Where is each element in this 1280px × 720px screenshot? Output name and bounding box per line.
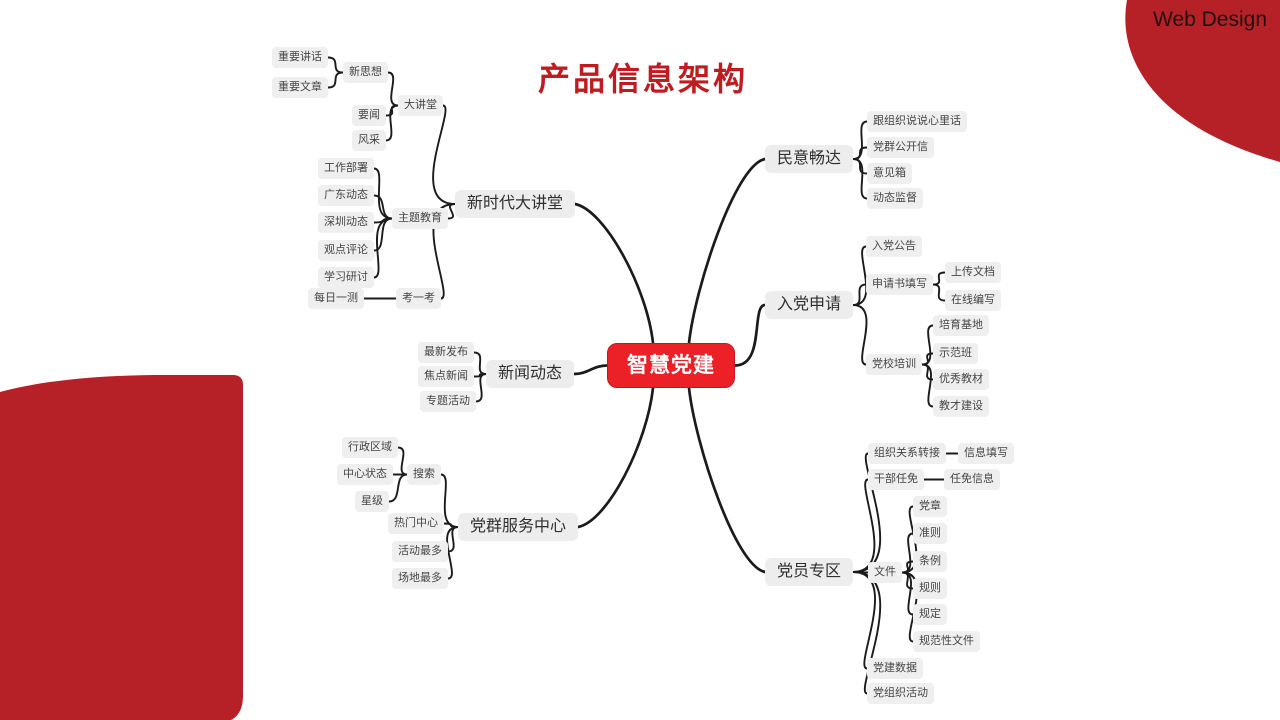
node-renmianxinxi: 任免信息 (944, 469, 1000, 490)
node-guangdongdongtai: 广东动态 (318, 185, 374, 206)
connector-line (475, 373, 487, 403)
node-youxiujiaocai: 优秀教材 (933, 369, 989, 390)
node-dangzhang: 党章 (913, 496, 947, 517)
node-huodongzuiduo: 活动最多 (392, 541, 448, 562)
node-dongtaijiandu: 动态监督 (867, 188, 923, 209)
connector-line (687, 386, 767, 574)
node-zhutijiaoyu: 主题教育 (392, 208, 448, 229)
connector-line (385, 104, 399, 142)
node-rudangshenqing: 入党申请 (765, 291, 854, 319)
node-wenjian: 文件 (868, 562, 902, 583)
connector-line (852, 571, 876, 670)
connector-line (852, 283, 867, 306)
node-dangjianshuju: 党建数据 (867, 658, 923, 679)
connector-line (327, 56, 344, 74)
connector-line (573, 202, 655, 345)
connector-line (733, 303, 767, 367)
node-guize: 规则 (913, 578, 947, 599)
node-peiyujidi: 培育基地 (933, 315, 989, 336)
connector-line (387, 71, 399, 107)
node-meiriyice: 每日一测 (308, 288, 364, 309)
node-zhongyaowenzhang: 重要文章 (272, 77, 328, 98)
node-sousuo: 搜索 (407, 464, 441, 485)
connector-line (432, 104, 456, 205)
corner-accent-top-right (1125, 0, 1280, 162)
node-gongzuobushu: 工作部署 (318, 158, 374, 179)
connector-line (576, 386, 655, 529)
node-yaowen: 要闻 (352, 105, 386, 126)
node-zhunze: 准则 (913, 523, 947, 544)
connector-line (932, 271, 946, 286)
connector-line (921, 363, 934, 408)
connector-line (572, 364, 609, 376)
node-shifanban: 示范班 (933, 343, 978, 364)
node-xinshidai: 新时代大讲堂 (455, 190, 576, 218)
node-guandianpinglun: 观点评论 (318, 240, 374, 261)
node-shangchuanwendang: 上传文档 (945, 262, 1001, 283)
node-dangqunfuwu: 党群服务中心 (458, 513, 579, 541)
node-zuixinfabu: 最新发布 (418, 342, 474, 363)
node-tiaoli: 条例 (913, 551, 947, 572)
connector-line (852, 158, 868, 200)
connector-line (852, 478, 876, 573)
node-shenqingshutianxie: 申请书填写 (866, 274, 933, 295)
connector-line (921, 352, 934, 366)
connector-line (852, 245, 868, 306)
connector-line (432, 203, 456, 300)
node-dangqungongkaixin: 党群公开信 (867, 137, 934, 158)
connector-line (446, 526, 459, 580)
connector-line (852, 304, 868, 366)
node-changdizuiduo: 场地最多 (392, 568, 448, 589)
node-xinsixiang: 新思想 (343, 62, 388, 83)
node-shenzhendongtai: 深圳动态 (318, 212, 374, 233)
node-zhuantihuodong: 专题活动 (420, 391, 476, 412)
node-ganburenmian: 干部任免 (868, 469, 924, 490)
node-jiaodianxinwen: 焦点新闻 (418, 366, 474, 387)
node-dangxiaopeixun: 党校培训 (866, 354, 922, 375)
node-zaixianbianxie: 在线编写 (945, 290, 1001, 311)
connector-line (687, 157, 767, 345)
connector-line (388, 473, 408, 503)
connector-line (447, 203, 456, 220)
node-center-zhihuidangjian: 智慧党建 (607, 343, 735, 388)
node-dangzuzhihuodong: 党组织活动 (867, 683, 934, 704)
node-zhongyaojianghua: 重要讲话 (272, 47, 328, 68)
node-zhongxinzhuangtai: 中心状态 (337, 464, 393, 485)
node-xuexiyantao: 学习研讨 (318, 267, 374, 288)
connector-line (373, 217, 393, 279)
node-kaoyikao: 考一考 (396, 288, 441, 309)
connector-line (473, 351, 487, 375)
node-dangyuanzhuanqu: 党员专区 (765, 558, 854, 586)
node-minyichangda: 民意畅达 (765, 145, 854, 173)
node-xinxitianxie: 信息填写 (958, 443, 1014, 464)
node-genzuzhishuoshuo: 跟组织说说心里话 (867, 111, 967, 132)
node-xingji: 星级 (355, 491, 389, 512)
node-fengcai: 风采 (352, 130, 386, 151)
node-xingzhengquyu: 行政区域 (342, 437, 398, 458)
node-guiding: 规定 (913, 604, 947, 625)
connector-line (852, 146, 868, 160)
node-jiaocaijianshe: 教才建设 (933, 396, 989, 417)
node-guifanxingwenjian: 规范性文件 (913, 631, 980, 652)
node-remenzhongxin: 热门中心 (388, 513, 444, 534)
node-yijianxiang: 意见箱 (867, 163, 912, 184)
connector-line (397, 446, 408, 476)
brand-label: Web Design (1153, 8, 1268, 31)
node-dajiangtang: 大讲堂 (398, 95, 443, 116)
node-zuzhiguanxizhuanjie: 组织关系转接 (868, 443, 946, 464)
page-title: 产品信息架构 (538, 61, 749, 97)
connector-line (932, 283, 946, 302)
corner-accent-bottom-left (0, 375, 243, 720)
node-xinwendongtai: 新闻动态 (486, 360, 575, 388)
node-rudanggonggao: 入党公告 (866, 236, 922, 257)
connector-line (327, 71, 344, 89)
